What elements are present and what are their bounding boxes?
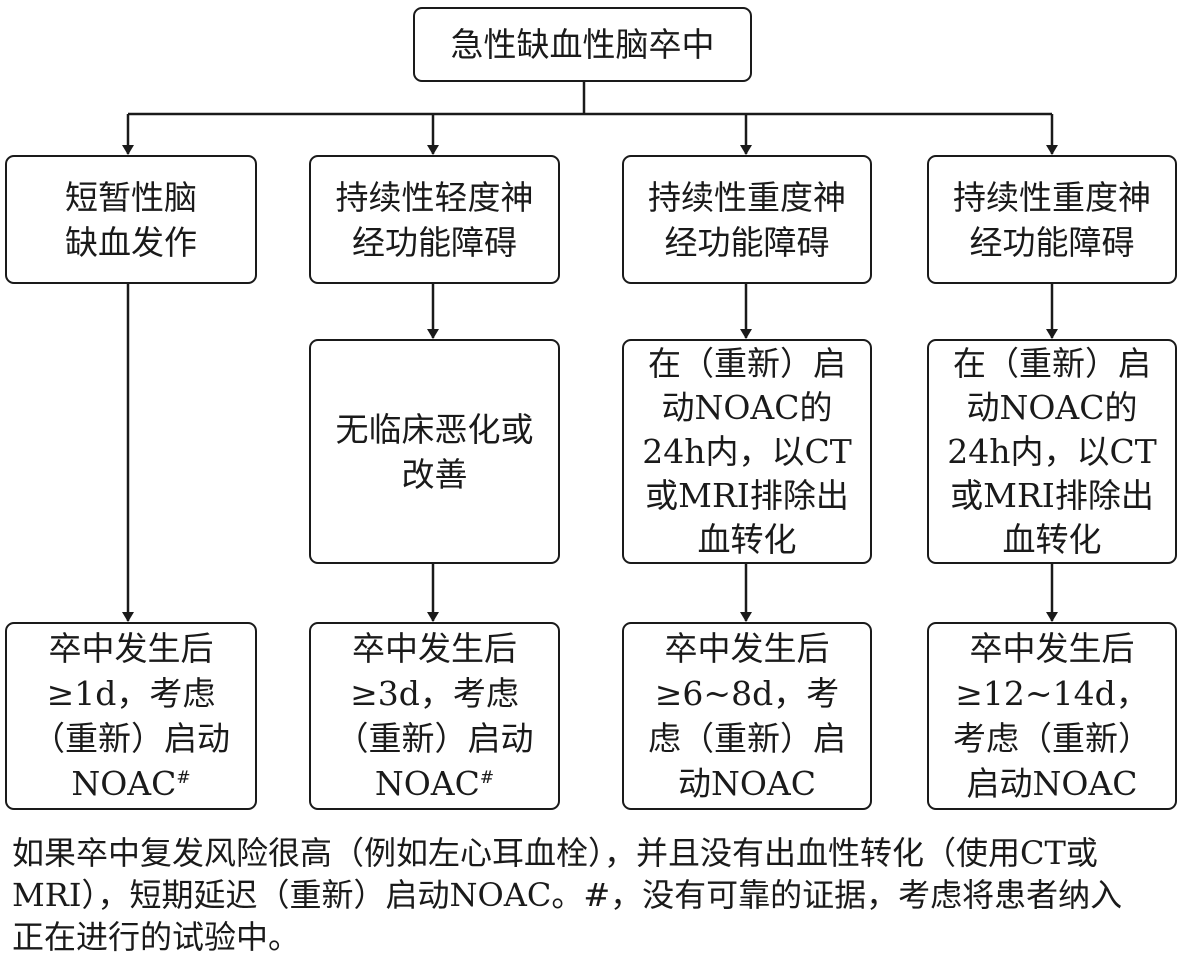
outcome-node-1-line: 卒中发生后 xyxy=(48,629,214,668)
category-node-4: 持续性重度神 经功能障碍 xyxy=(927,155,1177,284)
outcome-node-1-line: （重新）启动 xyxy=(32,719,230,758)
middle-node-4-line: 血转化 xyxy=(1002,519,1102,559)
footnote-marker: # xyxy=(176,768,191,788)
middle-node-2-text: 无临床恶化或 改善 xyxy=(336,407,534,497)
category-node-4-text: 持续性重度神 经功能障碍 xyxy=(953,175,1151,265)
category-node-3-text: 持续性重度神 经功能障碍 xyxy=(648,175,846,265)
outcome-node-3-line: ≥6~8d，考 xyxy=(654,674,840,713)
outcome-node-2-line: 卒中发生后 xyxy=(352,629,517,668)
middle-node-2: 无临床恶化或 改善 xyxy=(309,339,560,564)
outcome-node-1: 卒中发生后 ≥1d，考虑 （重新）启动 NOAC# xyxy=(5,622,257,810)
middle-node-4-line: 24h内，以CT xyxy=(947,431,1157,471)
middle-node-3: 在（重新）启 动NOAC的 24h内，以CT 或MRI排除出 血转化 xyxy=(622,339,872,564)
middle-node-4-text: 在（重新）启 动NOAC的 24h内，以CT 或MRI排除出 血转化 xyxy=(947,342,1157,562)
outcome-node-4-line: 启动NOAC xyxy=(966,764,1138,803)
footnote-line: MRI），短期延迟（重新）启动NOAC。#，没有可靠的证据，考虑将患者纳入 xyxy=(12,876,1123,914)
root-node: 急性缺血性脑卒中 xyxy=(413,7,752,82)
category-node-3: 持续性重度神 经功能障碍 xyxy=(622,155,872,284)
outcome-node-2-line: （重新）启动 xyxy=(335,719,534,758)
category-node-4-line: 持续性重度神 xyxy=(953,177,1151,217)
outcome-node-1-line: ≥1d，考虑 xyxy=(46,674,216,713)
middle-node-2-line: 改善 xyxy=(401,454,468,494)
outcome-node-4: 卒中发生后 ≥12~14d， 考虑（重新） 启动NOAC xyxy=(927,622,1177,810)
category-node-2: 持续性轻度神 经功能障碍 xyxy=(309,155,560,284)
category-node-2-line: 经功能障碍 xyxy=(352,222,517,262)
category-node-2-text: 持续性轻度神 经功能障碍 xyxy=(336,175,534,265)
category-node-3-line: 经功能障碍 xyxy=(664,222,830,262)
category-node-3-line: 持续性重度神 xyxy=(648,177,846,217)
middle-node-3-line: 动NOAC的 xyxy=(661,387,833,427)
outcome-node-1-text: 卒中发生后 ≥1d，考虑 （重新）启动 NOAC# xyxy=(32,626,230,806)
middle-node-4: 在（重新）启 动NOAC的 24h内，以CT 或MRI排除出 血转化 xyxy=(927,339,1177,564)
middle-node-2-line: 无临床恶化或 xyxy=(335,409,534,449)
category-node-1-line: 短暂性脑 xyxy=(65,177,197,217)
root-node-text: 急性缺血性脑卒中 xyxy=(451,22,715,67)
footnote-line: 正在进行的试验中。 xyxy=(12,918,301,956)
category-node-1-text: 短暂性脑 缺血发作 xyxy=(65,175,197,265)
middle-node-4-line: 在（重新）启 xyxy=(952,343,1151,383)
outcome-node-3-line: 卒中发生后 xyxy=(664,629,830,668)
outcome-node-2-line: ≥3d，考虑 xyxy=(350,674,519,713)
middle-node-3-line: 或MRI排除出 xyxy=(645,475,849,515)
footnote-text: 如果卒中复发风险很高（例如左心耳血栓），并且没有出血性转化（使用CT或 MRI）… xyxy=(12,832,1172,958)
category-node-1-line: 缺血发作 xyxy=(65,222,197,262)
outcome-node-4-line: 卒中发生后 xyxy=(969,629,1135,668)
outcome-node-2-text: 卒中发生后 ≥3d，考虑 （重新）启动 NOAC# xyxy=(336,626,534,806)
outcome-node-1-line: NOAC xyxy=(71,764,177,803)
outcome-node-4-text: 卒中发生后 ≥12~14d， 考虑（重新） 启动NOAC xyxy=(953,626,1151,806)
outcome-node-4-line: ≥12~14d， xyxy=(955,674,1149,713)
footnote-line: 如果卒中复发风险很高（例如左心耳血栓），并且没有出血性转化（使用CT或 xyxy=(12,834,1098,872)
outcome-node-3-line: 动NOAC xyxy=(677,764,816,803)
outcome-node-3-text: 卒中发生后 ≥6~8d，考 虑（重新）启 动NOAC xyxy=(648,626,846,806)
middle-node-4-line: 或MRI排除出 xyxy=(950,475,1154,515)
outcome-node-4-line: 考虑（重新） xyxy=(953,719,1151,758)
outcome-node-3-line: 虑（重新）启 xyxy=(648,719,846,758)
middle-node-3-line: 在（重新）启 xyxy=(647,343,846,383)
root-node-line: 急性缺血性脑卒中 xyxy=(450,25,715,64)
footnote-marker: # xyxy=(479,768,495,788)
outcome-node-2: 卒中发生后 ≥3d，考虑 （重新）启动 NOAC# xyxy=(309,622,560,810)
category-node-2-line: 持续性轻度神 xyxy=(335,177,534,217)
category-node-1: 短暂性脑 缺血发作 xyxy=(5,155,257,284)
middle-node-3-line: 24h内，以CT xyxy=(642,431,852,471)
middle-node-3-text: 在（重新）启 动NOAC的 24h内，以CT 或MRI排除出 血转化 xyxy=(642,342,852,562)
middle-node-3-line: 血转化 xyxy=(697,519,797,559)
outcome-node-3: 卒中发生后 ≥6~8d，考 虑（重新）启 动NOAC xyxy=(622,622,872,810)
middle-node-4-line: 动NOAC的 xyxy=(966,387,1138,427)
outcome-node-2-line: NOAC xyxy=(374,764,480,803)
category-node-4-line: 经功能障碍 xyxy=(969,222,1135,262)
